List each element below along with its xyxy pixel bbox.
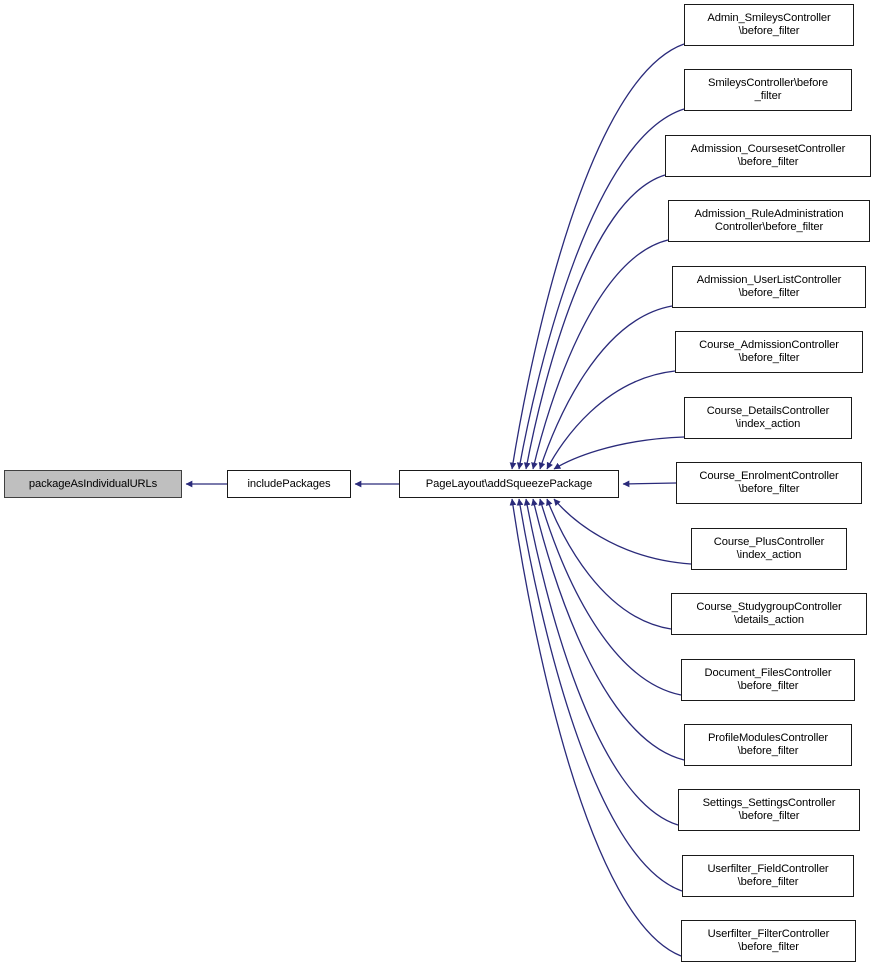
- graph-node-label: packageAsIndividualURLs: [28, 477, 158, 490]
- graph-edge: [516, 108, 685, 470]
- graph-edge: [622, 480, 677, 488]
- graph-edge: [531, 498, 685, 761]
- graph-edge: [509, 498, 682, 957]
- graph-node-caller-14[interactable]: Userfilter_FieldController \before_filte…: [682, 855, 854, 897]
- graph-node-caller-10[interactable]: Course_StudygroupController \details_act…: [671, 593, 867, 635]
- graph-node-label: Course_StudygroupController \details_act…: [696, 601, 842, 626]
- graph-node-label: Document_FilesController \before_filter: [704, 667, 832, 692]
- graph-node-label: SmileysController\before _filter: [707, 77, 829, 102]
- graph-node-caller-13[interactable]: Settings_SettingsController \before_filt…: [678, 789, 860, 831]
- graph-edge: [509, 43, 685, 470]
- graph-edge: [531, 239, 669, 470]
- graph-node-caller-8[interactable]: Course_EnrolmentController \before_filte…: [676, 462, 862, 504]
- graph-node-label: Userfilter_FilterController \before_filt…: [707, 928, 830, 953]
- graph-node-includePackages[interactable]: includePackages: [227, 470, 351, 498]
- graph-edge: [523, 174, 666, 470]
- graph-node-label: Course_AdmissionController \before_filte…: [699, 339, 839, 364]
- graph-node-caller-4[interactable]: Admission_RuleAdministration Controller\…: [668, 200, 870, 242]
- graph-edge: [553, 498, 692, 565]
- graph-node-caller-15[interactable]: Userfilter_FilterController \before_filt…: [681, 920, 856, 962]
- graph-node-label: Course_PlusController \index_action: [713, 536, 825, 561]
- graph-edge: [538, 305, 673, 470]
- graph-node-label: Admission_UserListController \before_fil…: [696, 274, 842, 299]
- graph-node-caller-5[interactable]: Admission_UserListController \before_fil…: [672, 266, 866, 308]
- graph-node-label: Settings_SettingsController \before_filt…: [702, 797, 836, 822]
- graph-node-label: Course_EnrolmentController \before_filte…: [699, 470, 839, 495]
- graph-node-caller-3[interactable]: Admission_CoursesetController \before_fi…: [665, 135, 871, 177]
- graph-edge: [538, 498, 682, 696]
- graph-node-addSqueezePackage[interactable]: PageLayout\addSqueezePackage: [399, 470, 619, 498]
- graph-node-label: includePackages: [247, 477, 331, 490]
- graph-node-caller-11[interactable]: Document_FilesController \before_filter: [681, 659, 855, 701]
- graph-node-root[interactable]: packageAsIndividualURLs: [4, 470, 182, 498]
- graph-edge: [553, 436, 685, 470]
- graph-node-label: Admission_CoursesetController \before_fi…: [690, 143, 846, 168]
- graph-node-caller-7[interactable]: Course_DetailsController \index_action: [684, 397, 852, 439]
- graph-node-label: Admin_SmileysController \before_filter: [707, 12, 831, 37]
- graph-node-label: Userfilter_FieldController \before_filte…: [707, 863, 829, 888]
- graph-node-label: Course_DetailsController \index_action: [706, 405, 830, 430]
- graph-edge: [546, 370, 676, 470]
- graph-node-caller-1[interactable]: Admin_SmileysController \before_filter: [684, 4, 854, 46]
- graph-node-label: ProfileModulesController \before_filter: [707, 732, 829, 757]
- graph-node-label: Admission_RuleAdministration Controller\…: [694, 208, 844, 233]
- graph-edge: [546, 498, 672, 630]
- graph-node-caller-6[interactable]: Course_AdmissionController \before_filte…: [675, 331, 863, 373]
- graph-node-caller-9[interactable]: Course_PlusController \index_action: [691, 528, 847, 570]
- graph-node-caller-12[interactable]: ProfileModulesController \before_filter: [684, 724, 852, 766]
- graph-node-label: PageLayout\addSqueezePackage: [425, 477, 593, 490]
- graph-node-caller-2[interactable]: SmileysController\before _filter: [684, 69, 852, 111]
- graph-edge: [523, 498, 679, 826]
- graph-edge: [516, 498, 683, 892]
